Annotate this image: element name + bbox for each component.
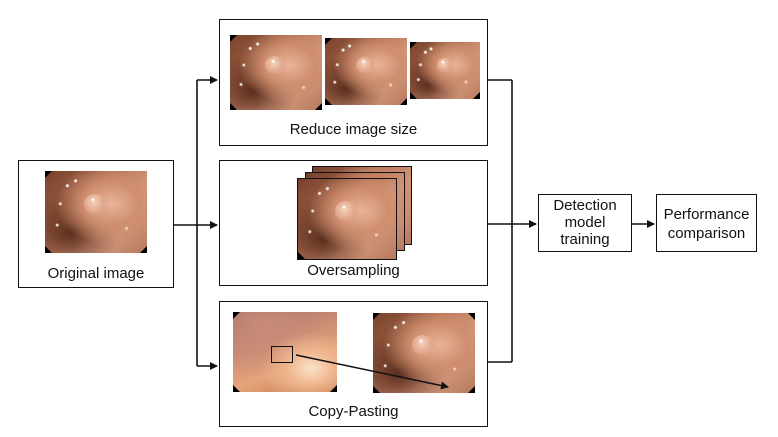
original-endoscopy-image — [45, 171, 147, 253]
source-polyp-image — [233, 312, 337, 392]
reduced-image-medium — [325, 38, 407, 105]
oversampled-image-front — [297, 178, 397, 260]
reduce-image-size-box: Reduce image size — [219, 19, 488, 146]
original-image-box: Original image — [18, 160, 174, 288]
target-pasted-image — [373, 313, 475, 393]
reduced-image-small — [410, 42, 480, 99]
reduced-image-large — [230, 35, 322, 110]
copy-pasting-box: Copy-Pasting — [219, 301, 488, 427]
copy-pasting-label: Copy-Pasting — [308, 403, 399, 420]
reduce-image-size-label: Reduce image size — [289, 121, 418, 138]
copy-paste-arrow — [295, 354, 449, 390]
detection-model-training-box: Detection model training — [538, 194, 632, 252]
oversampling-label: Oversampling — [307, 262, 400, 279]
detection-model-training-label: Detection model training — [553, 197, 617, 248]
polyp-selection-box — [271, 346, 293, 363]
original-image-label: Original image — [47, 265, 145, 282]
oversampling-box: Oversampling — [219, 160, 488, 286]
performance-comparison-box: Performance comparison — [656, 194, 757, 252]
performance-comparison-label: Performance comparison — [663, 206, 750, 242]
